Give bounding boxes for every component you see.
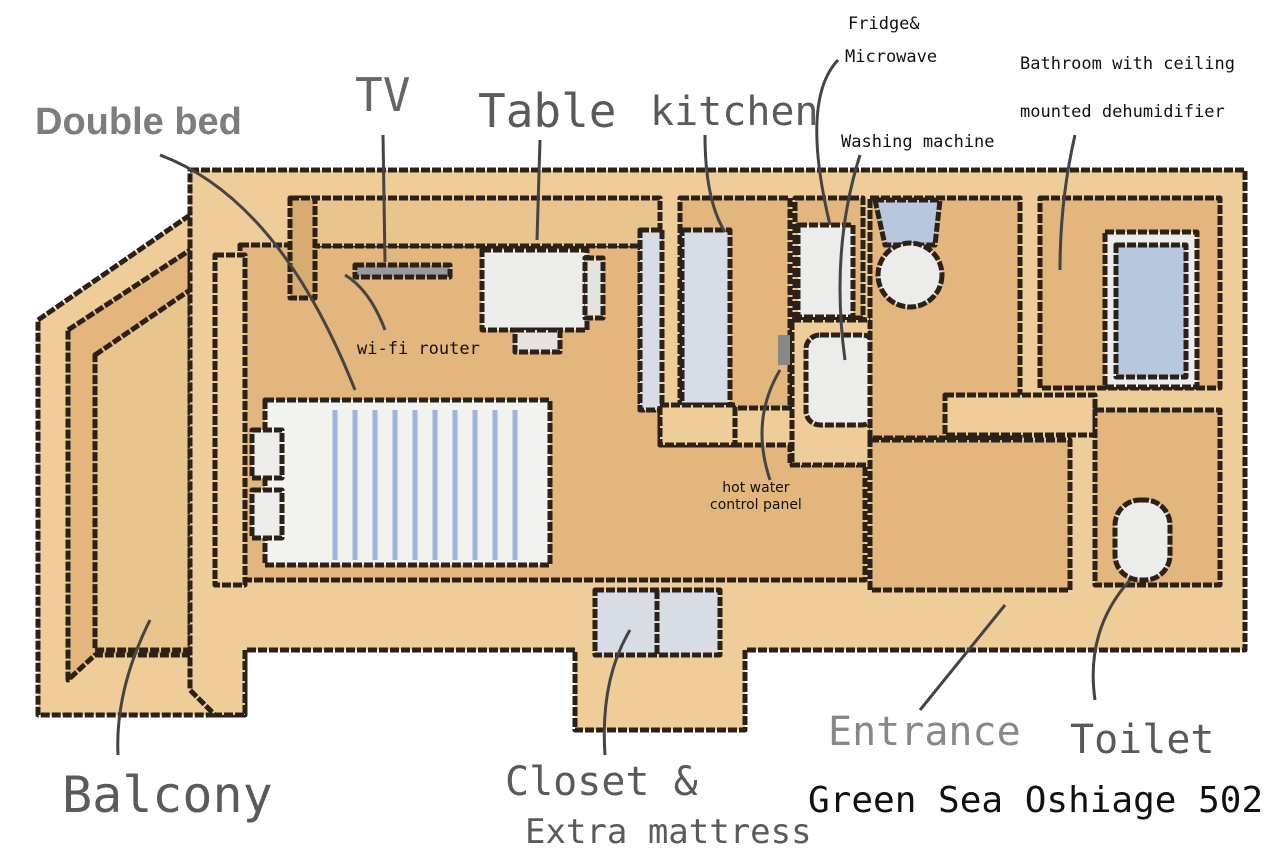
property-title: Green Sea Oshiage 502 [808, 780, 1264, 821]
label-microwave: Microwave [845, 47, 938, 67]
label-hot-water-panel: hot water control panel [710, 480, 802, 514]
bed-stripes [332, 410, 518, 560]
label-closet-1: Closet & [505, 759, 698, 805]
entrance-floor [867, 437, 1073, 593]
bed [262, 397, 553, 568]
label-closet-2: Extra mattress [525, 812, 812, 852]
label-tv: TV [355, 68, 411, 122]
label-wifi-router: wi-fi router [357, 339, 480, 359]
label-bathroom-1: Bathroom with ceiling [1020, 54, 1235, 74]
label-balcony: Balcony [62, 766, 273, 824]
label-toilet: Toilet [1070, 717, 1215, 763]
label-bathroom-2: mounted dehumidifier [1020, 102, 1225, 122]
leader-lines [116, 58, 1132, 756]
label-entrance: Entrance [828, 709, 1021, 755]
label-fridge: Fridge& [848, 14, 920, 34]
label-table: Table [478, 84, 617, 138]
label-hot-water-2: control panel [710, 496, 802, 513]
label-washing-machine: Washing machine [841, 132, 995, 152]
label-hot-water-1: hot water [722, 480, 790, 496]
label-double-bed: Double bed [35, 101, 242, 143]
label-kitchen: kitchen [650, 89, 819, 135]
